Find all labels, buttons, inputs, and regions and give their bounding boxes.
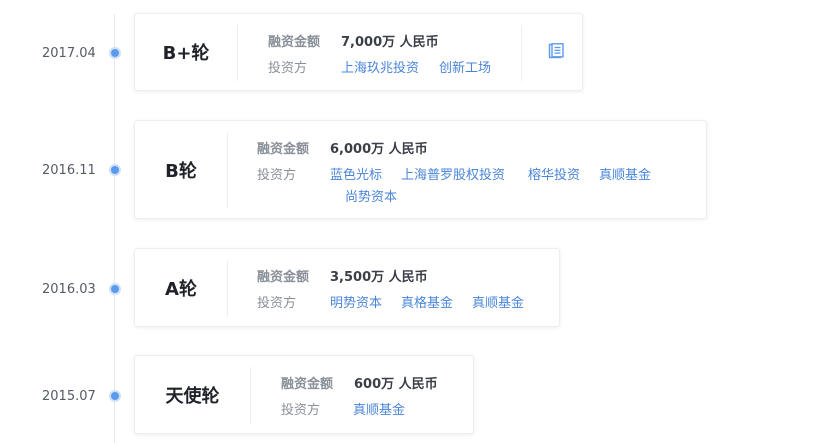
timeline-dot xyxy=(109,283,121,295)
amount-label: 融资金额 xyxy=(281,377,334,392)
amount-value: 3,500万 人民币 xyxy=(330,270,428,285)
investor-link[interactable]: 上海玖兆投资 xyxy=(341,61,420,76)
investor-label: 投资方 xyxy=(257,296,297,311)
round-card: B+轮 融资金额 7,000万 人民币 投资方 上海玖兆投资 创新工场 xyxy=(134,13,583,91)
investor-link[interactable]: 上海普罗股权投资 xyxy=(401,168,506,183)
timeline-axis xyxy=(114,14,115,443)
investor-link[interactable]: 尚势资本 xyxy=(345,190,398,205)
round-name: B+轮 xyxy=(162,43,210,64)
amount-label: 融资金额 xyxy=(257,142,310,157)
amount-label: 融资金额 xyxy=(257,270,310,285)
document-icon[interactable] xyxy=(548,43,564,59)
card-divider xyxy=(227,260,228,317)
card-divider xyxy=(237,25,238,81)
entry-date: 2016.11 xyxy=(42,163,96,178)
timeline-dot xyxy=(109,390,121,402)
round-name: B轮 xyxy=(165,160,197,182)
investor-label: 投资方 xyxy=(268,61,308,76)
timeline-dot xyxy=(109,47,121,59)
timeline-dot xyxy=(109,164,121,176)
round-card: B轮 融资金额 6,000万 人民币 投资方 蓝色光标 上海普罗股权投资 榕华投… xyxy=(134,120,707,219)
investor-link[interactable]: 真顺基金 xyxy=(599,168,652,183)
amount-value: 7,000万 人民币 xyxy=(341,35,439,50)
investor-link[interactable]: 明势资本 xyxy=(330,296,383,311)
amount-value: 600万 人民币 xyxy=(354,377,438,392)
investor-link[interactable]: 真顺基金 xyxy=(472,296,525,311)
entry-date: 2015.07 xyxy=(42,389,96,404)
round-name: A轮 xyxy=(165,278,197,300)
investor-link[interactable]: 真顺基金 xyxy=(353,403,406,418)
round-name: 天使轮 xyxy=(165,385,220,407)
entry-date: 2017.04 xyxy=(42,46,96,61)
card-divider xyxy=(250,367,251,424)
round-card: 天使轮 融资金额 600万 人民币 投资方 真顺基金 xyxy=(134,355,474,434)
investor-label: 投资方 xyxy=(257,168,297,183)
card-divider xyxy=(227,133,228,208)
investor-label: 投资方 xyxy=(281,403,321,418)
amount-label: 融资金额 xyxy=(268,35,321,50)
investor-link[interactable]: 真格基金 xyxy=(401,296,454,311)
entry-date: 2016.03 xyxy=(42,282,96,297)
card-divider xyxy=(521,25,522,81)
investor-link[interactable]: 创新工场 xyxy=(439,61,492,76)
round-card: A轮 融资金额 3,500万 人民币 投资方 明势资本 真格基金 真顺基金 xyxy=(134,248,560,327)
investor-link[interactable]: 榕华投资 xyxy=(528,168,581,183)
amount-value: 6,000万 人民币 xyxy=(330,142,428,157)
investor-link[interactable]: 蓝色光标 xyxy=(330,168,383,183)
